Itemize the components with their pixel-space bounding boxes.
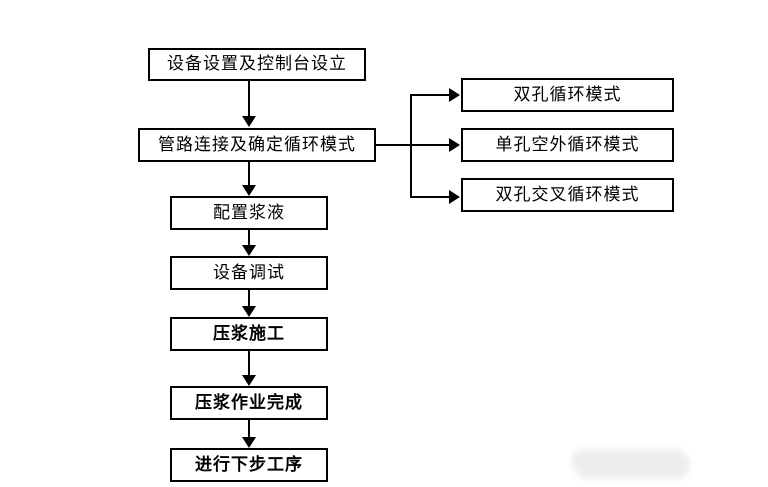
connector-step5-step6 xyxy=(248,351,250,376)
branch-node-mode-1[interactable]: 双孔循环模式 xyxy=(461,78,674,112)
flow-node-step-2[interactable]: 管路连接及确定循环模式 xyxy=(138,128,376,162)
branch-node-label: 双孔交叉循环模式 xyxy=(495,184,640,205)
arrowhead-step6-step7 xyxy=(242,437,256,448)
branch-node-label: 单孔空外循环模式 xyxy=(495,134,640,155)
connector-branch-mode-1 xyxy=(410,94,453,96)
arrowhead-branch-mode-2 xyxy=(449,138,460,152)
connector-branch-mode-3 xyxy=(410,196,453,198)
connector-step6-step7 xyxy=(248,420,250,438)
arrowhead-step3-step4 xyxy=(242,245,256,256)
connector-branch-trunk xyxy=(410,94,412,198)
connector-step1-step2 xyxy=(248,81,250,117)
flow-node-step-1[interactable]: 设备设置及控制台设立 xyxy=(148,48,366,81)
connector-step2-step3 xyxy=(248,162,250,186)
arrowhead-branch-mode-3 xyxy=(449,190,460,204)
flow-node-label: 进行下步工序 xyxy=(195,454,303,475)
arrowhead-step1-step2 xyxy=(242,116,256,127)
branch-node-label: 双孔循环模式 xyxy=(513,84,622,105)
flow-node-step-3[interactable]: 配置浆液 xyxy=(170,196,328,230)
flow-node-step-7[interactable]: 进行下步工序 xyxy=(170,448,328,482)
flow-node-label: 配置浆液 xyxy=(213,202,285,223)
connector-step2-branch-stem xyxy=(376,144,453,146)
flow-node-label: 压浆施工 xyxy=(213,323,285,344)
flow-node-step-6[interactable]: 压浆作业完成 xyxy=(170,386,328,420)
flow-node-label: 压浆作业完成 xyxy=(195,392,303,413)
flow-node-step-5[interactable]: 压浆施工 xyxy=(170,317,328,351)
flow-node-label: 设备设置及控制台设立 xyxy=(167,54,347,74)
flow-node-label: 管路连接及确定循环模式 xyxy=(158,134,356,155)
connector-step3-step4 xyxy=(248,230,250,246)
flow-node-label: 设备调试 xyxy=(213,262,285,283)
arrowhead-step5-step6 xyxy=(242,375,256,386)
flow-node-step-4[interactable]: 设备调试 xyxy=(170,256,328,290)
arrowhead-step2-step3 xyxy=(242,185,256,196)
arrowhead-step4-step5 xyxy=(242,306,256,317)
branch-node-mode-2[interactable]: 单孔空外循环模式 xyxy=(461,128,674,162)
watermark-smudge xyxy=(572,449,690,479)
connector-step4-step5 xyxy=(248,290,250,307)
branch-node-mode-3[interactable]: 双孔交叉循环模式 xyxy=(461,178,674,212)
arrowhead-branch-mode-1 xyxy=(449,88,460,102)
